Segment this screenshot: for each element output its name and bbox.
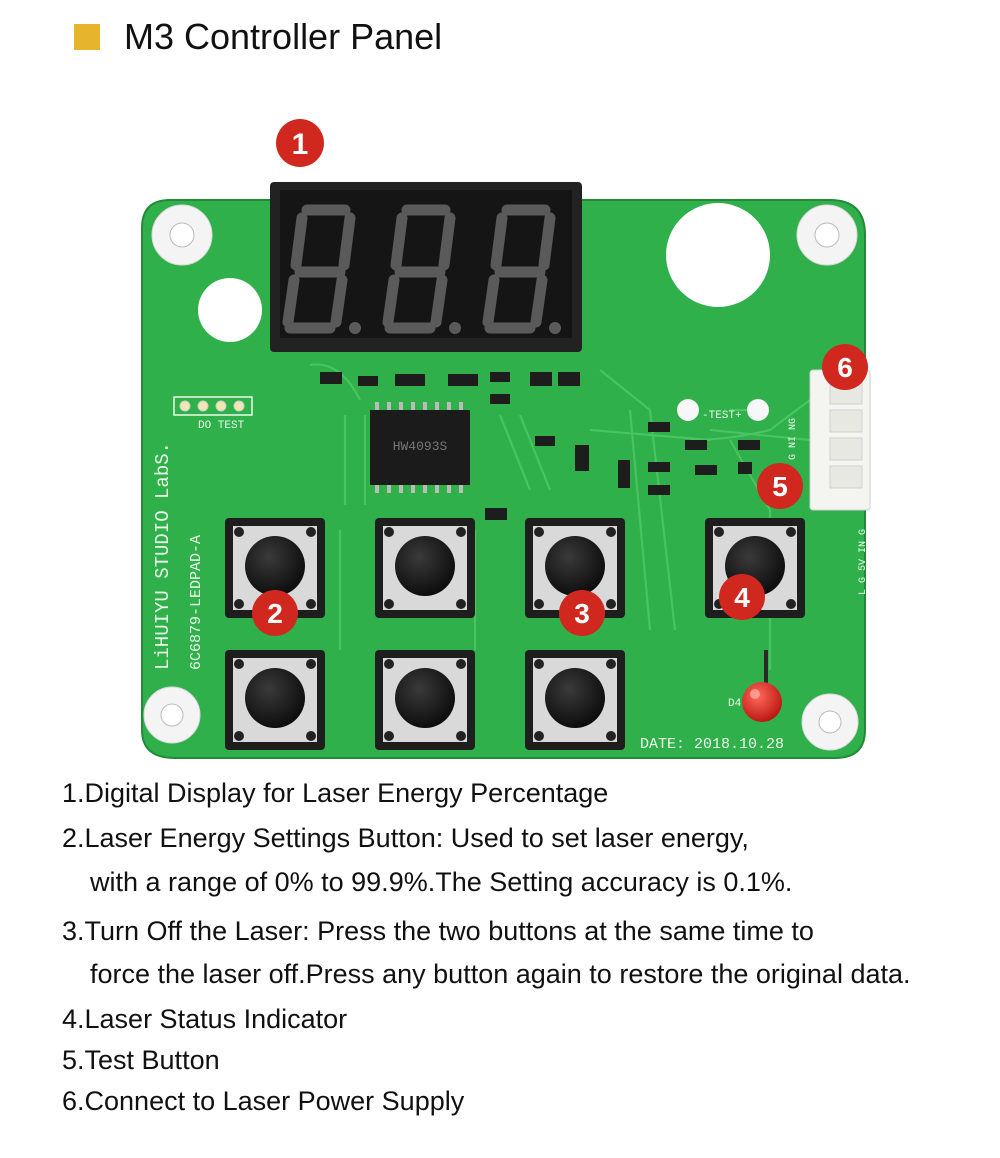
seven-segment-display [270,182,582,352]
silkscreen-d4: D4 [728,698,742,710]
svg-text:1: 1 [292,128,309,161]
silkscreen-do-test: DO TEST [198,420,245,432]
silkscreen-connector-bottom: L G 5V IN G [858,529,869,595]
svg-text:3: 3 [574,598,590,629]
page-title: M3 Controller Panel [124,16,443,57]
tact-button-6[interactable] [375,650,475,750]
badge-3: 3 [559,590,605,636]
silkscreen-brand: LiHUIYU STUDIO LabS. [152,442,174,670]
svg-text:4: 4 [734,582,750,613]
smd-components [320,372,760,520]
description-3b: force the laser off.Press any button aga… [90,959,911,989]
cutout-hole-left [198,278,262,342]
description-4: 4.Laser Status Indicator [62,1004,348,1034]
badge-5: 5 [757,463,803,509]
badge-4: 4 [719,574,765,620]
test-pad-left[interactable] [677,399,699,421]
do-test-header [173,396,253,416]
mounting-hole-bottom-left [143,686,201,744]
cutout-hole-large [666,203,770,307]
mounting-hole-bottom-right [801,693,859,751]
svg-text:2: 2 [267,598,283,629]
tact-button-7[interactable] [525,650,625,750]
description-2b: with a range of 0% to 99.9%.The Setting … [90,867,793,897]
tact-button-3[interactable] [525,518,625,618]
silkscreen-connector-top: G NI NG [788,418,799,460]
title-marker [74,24,100,50]
test-pad-right[interactable] [747,399,769,421]
badge-6: 6 [822,344,868,390]
svg-text:6: 6 [837,352,853,383]
status-led [742,650,782,722]
description-1: 1.Digital Display for Laser Energy Perce… [62,778,609,808]
tact-button-5[interactable] [225,650,325,750]
silkscreen-test: -TEST+ [702,410,742,422]
svg-text:5: 5 [772,471,788,502]
mounting-hole-top-left [151,204,213,266]
description-2a: 2.Laser Energy Settings Button: Used to … [62,823,749,853]
header: M3 Controller Panel [74,14,442,60]
description-5: 5.Test Button [62,1045,220,1075]
controller-board-photo: HW4093S LiHUIYU STUDIO LabS. 6C6879-LEDP… [141,119,871,759]
chip-label: HW4093S [393,439,448,454]
badge-2: 2 [252,590,298,636]
silkscreen-date: DATE: 2018.10.28 [640,736,784,753]
ic-chip: HW4093S [370,402,470,493]
description-6: 6.Connect to Laser Power Supply [62,1086,465,1116]
power-connector[interactable] [809,369,871,511]
description-3a: 3.Turn Off the Laser: Press the two butt… [62,916,814,946]
badge-1: 1 [276,119,324,167]
pcb-traces [309,363,811,670]
tact-button-2[interactable] [375,518,475,618]
mounting-hole-top-right [796,204,858,266]
silkscreen-model: 6C6879-LEDPAD-A [188,535,205,670]
